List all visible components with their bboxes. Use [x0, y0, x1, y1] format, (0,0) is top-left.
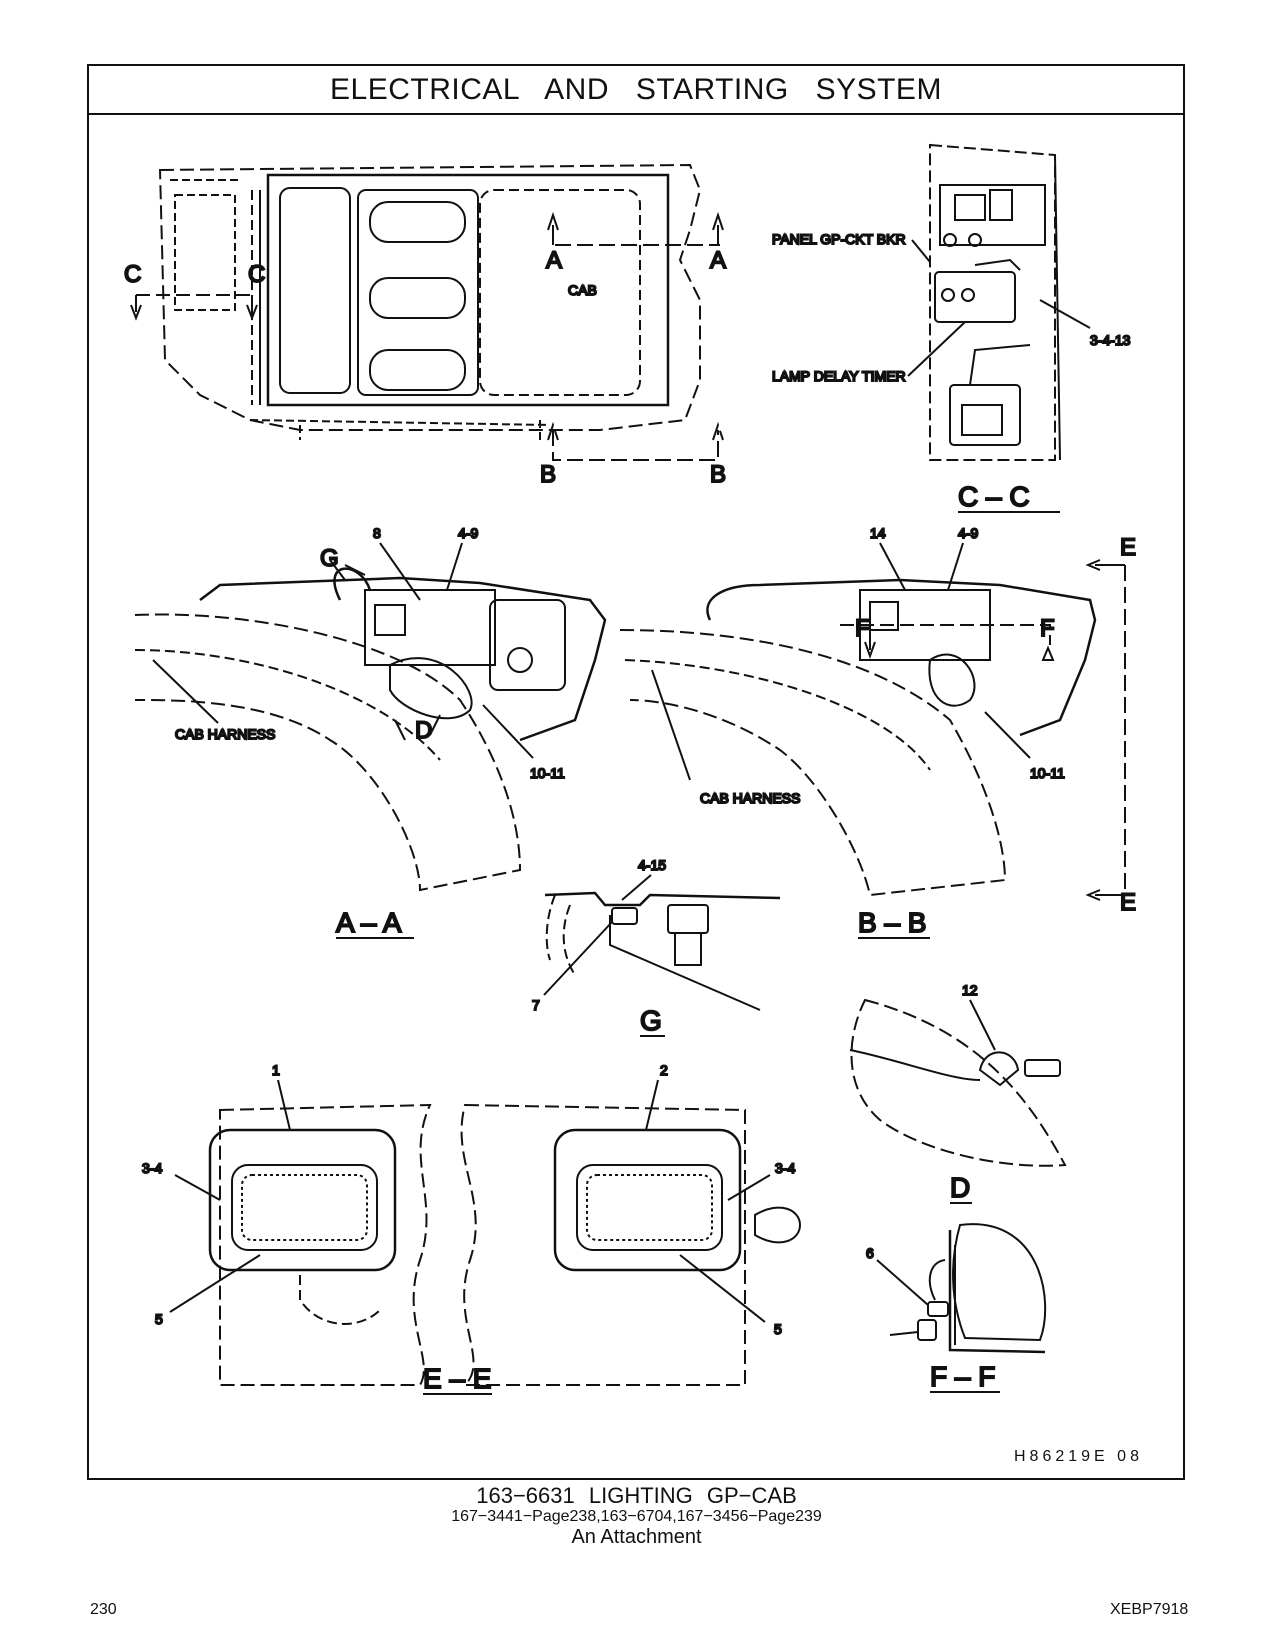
ee-label-3-4-right: 3-4 [775, 1160, 795, 1176]
cc-ref-label: 3-4-13 [1090, 332, 1131, 348]
bb-label-f-right: F [1040, 615, 1055, 642]
view-d [849, 998, 1067, 1167]
cab-label: CAB [568, 282, 597, 298]
top-label-b-left: B [540, 461, 556, 488]
bb-label-14: 14 [870, 525, 886, 541]
top-label-a-left: A [546, 247, 562, 274]
doc-code: XEBP7918 [1110, 1601, 1189, 1618]
g-label-7: 7 [532, 997, 540, 1013]
aa-label-d: D [415, 717, 432, 744]
d-title: D [950, 1172, 970, 1203]
ee-label-1: 1 [272, 1062, 280, 1078]
panel-label: PANEL GP-CKT BKR [772, 231, 906, 247]
bb-label-10-11: 10-11 [1030, 765, 1065, 781]
ff-label-6: 6 [866, 1245, 874, 1261]
aa-label-8: 8 [373, 525, 381, 541]
top-label-c-left: C [124, 261, 141, 288]
ee-label-3-4-left: 3-4 [142, 1160, 162, 1176]
ee-label-2: 2 [660, 1062, 668, 1078]
ee-title: E – E [423, 1363, 491, 1394]
footer-note: An Attachment [571, 1526, 702, 1548]
bb-label-4-9: 4-9 [958, 525, 978, 541]
timer-label: LAMP DELAY TIMER [772, 368, 906, 384]
aa-harness-label: CAB HARNESS [175, 726, 275, 742]
ee-label-5-right: 5 [774, 1321, 782, 1337]
aa-title: A – A [336, 907, 402, 938]
ff-title: F – F [930, 1361, 995, 1392]
g-label-4-15: 4-15 [638, 857, 666, 873]
figure-code: H86219E 08 [1014, 1448, 1143, 1465]
footer-refs: 167−3441−Page238,163−6704,167−3456−Page2… [451, 1508, 822, 1525]
page-number: 230 [90, 1601, 117, 1618]
section-header: ELECTRICAL AND STARTING SYSTEM [89, 66, 1183, 115]
top-view [130, 163, 724, 461]
view-ff [889, 1223, 1047, 1354]
bb-label-e-top: E [1120, 534, 1136, 561]
drawing-frame: ELECTRICAL AND STARTING SYSTEM [87, 64, 1185, 1480]
d-label-12: 12 [962, 982, 978, 998]
bb-label-f-left: F [855, 615, 870, 642]
bb-label-e-bottom: E [1120, 889, 1136, 916]
top-label-c-right: C [248, 261, 265, 288]
top-label-b-right: B [710, 461, 726, 488]
bb-harness-label: CAB HARNESS [700, 790, 800, 806]
view-g [544, 891, 781, 1011]
view-ee [208, 1103, 802, 1386]
aa-label-4-9: 4-9 [458, 525, 478, 541]
g-title: G [640, 1005, 662, 1036]
aa-label-10-11: 10-11 [530, 765, 565, 781]
top-label-a-right: A [710, 247, 726, 274]
bb-title: B – B [858, 907, 926, 938]
footer-title: 163−6631 LIGHTING GP−CAB [476, 1483, 797, 1508]
aa-label-g: G [320, 545, 339, 572]
view-bb [619, 559, 1126, 901]
cc-title: C – C [958, 481, 1030, 512]
section-title: ELECTRICAL AND STARTING SYSTEM [330, 73, 942, 106]
view-aa [134, 559, 607, 892]
ee-label-5-left: 5 [155, 1311, 163, 1327]
view-cc [929, 143, 1091, 461]
